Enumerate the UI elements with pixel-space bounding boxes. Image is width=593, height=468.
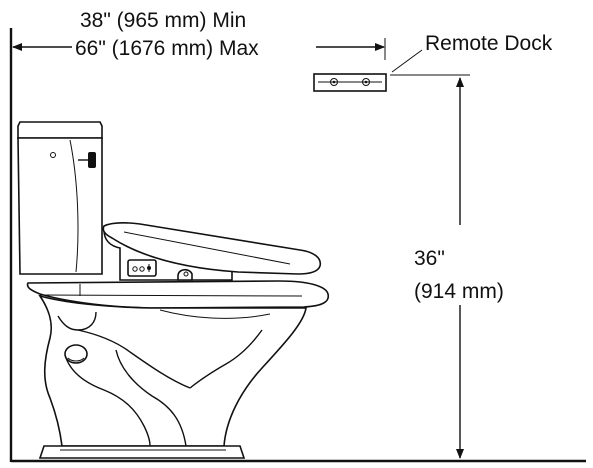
- height-metric-label: (914 mm): [414, 280, 504, 303]
- remote-dock-leader-line: [391, 49, 423, 73]
- tank-lid: [17, 121, 103, 139]
- min-dimension-label: 38" (965 mm) Min: [80, 9, 246, 32]
- seat-hinge: [177, 268, 193, 281]
- toilet-base: [38, 445, 246, 459]
- tank-body: [17, 137, 103, 275]
- remote-dock: [313, 73, 387, 92]
- flush-handle: [78, 152, 96, 168]
- tank-screw: [50, 152, 56, 158]
- max-dimension-label: 66" (1676 mm) Max: [75, 37, 259, 60]
- height-imperial-label: 36": [414, 247, 445, 270]
- side-control-panel: [127, 259, 157, 277]
- bidet-seat-lid: [102, 221, 322, 275]
- bowl-outlet: [64, 344, 88, 364]
- remote-dock-label: Remote Dock: [425, 32, 553, 55]
- toilet-illustration: [17, 121, 330, 459]
- bowl-body: [38, 294, 307, 447]
